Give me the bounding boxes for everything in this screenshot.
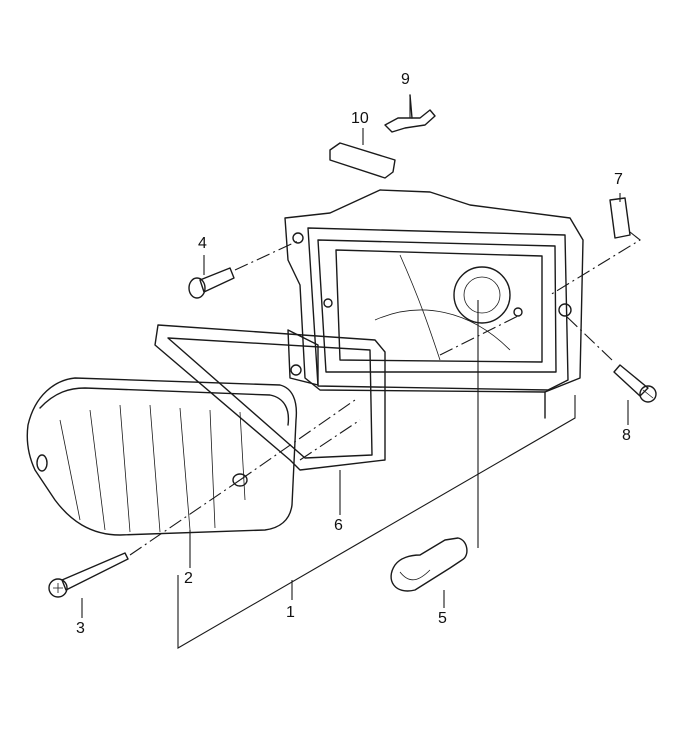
sleeve-10: [329, 142, 396, 179]
gasket: [154, 324, 386, 471]
screw-4: [188, 267, 235, 299]
lamp-housing: [284, 189, 584, 419]
callout-8: 8: [622, 427, 631, 444]
callout-3: 3: [76, 620, 85, 637]
callout-1: 1: [286, 604, 295, 621]
callout-5: 5: [438, 610, 447, 627]
leader-lines: [81, 95, 641, 649]
callout-10: 10: [351, 110, 369, 127]
bulb-5: [390, 537, 468, 592]
callout-4: 4: [198, 235, 207, 252]
nut-7: [609, 197, 631, 239]
callout-6: 6: [334, 517, 343, 534]
screw-8: [613, 364, 657, 403]
callout-2: 2: [184, 570, 193, 587]
callout-7: 7: [614, 171, 623, 188]
screw-3: [48, 552, 129, 598]
callout-9: 9: [401, 71, 410, 88]
lens: [26, 377, 298, 536]
